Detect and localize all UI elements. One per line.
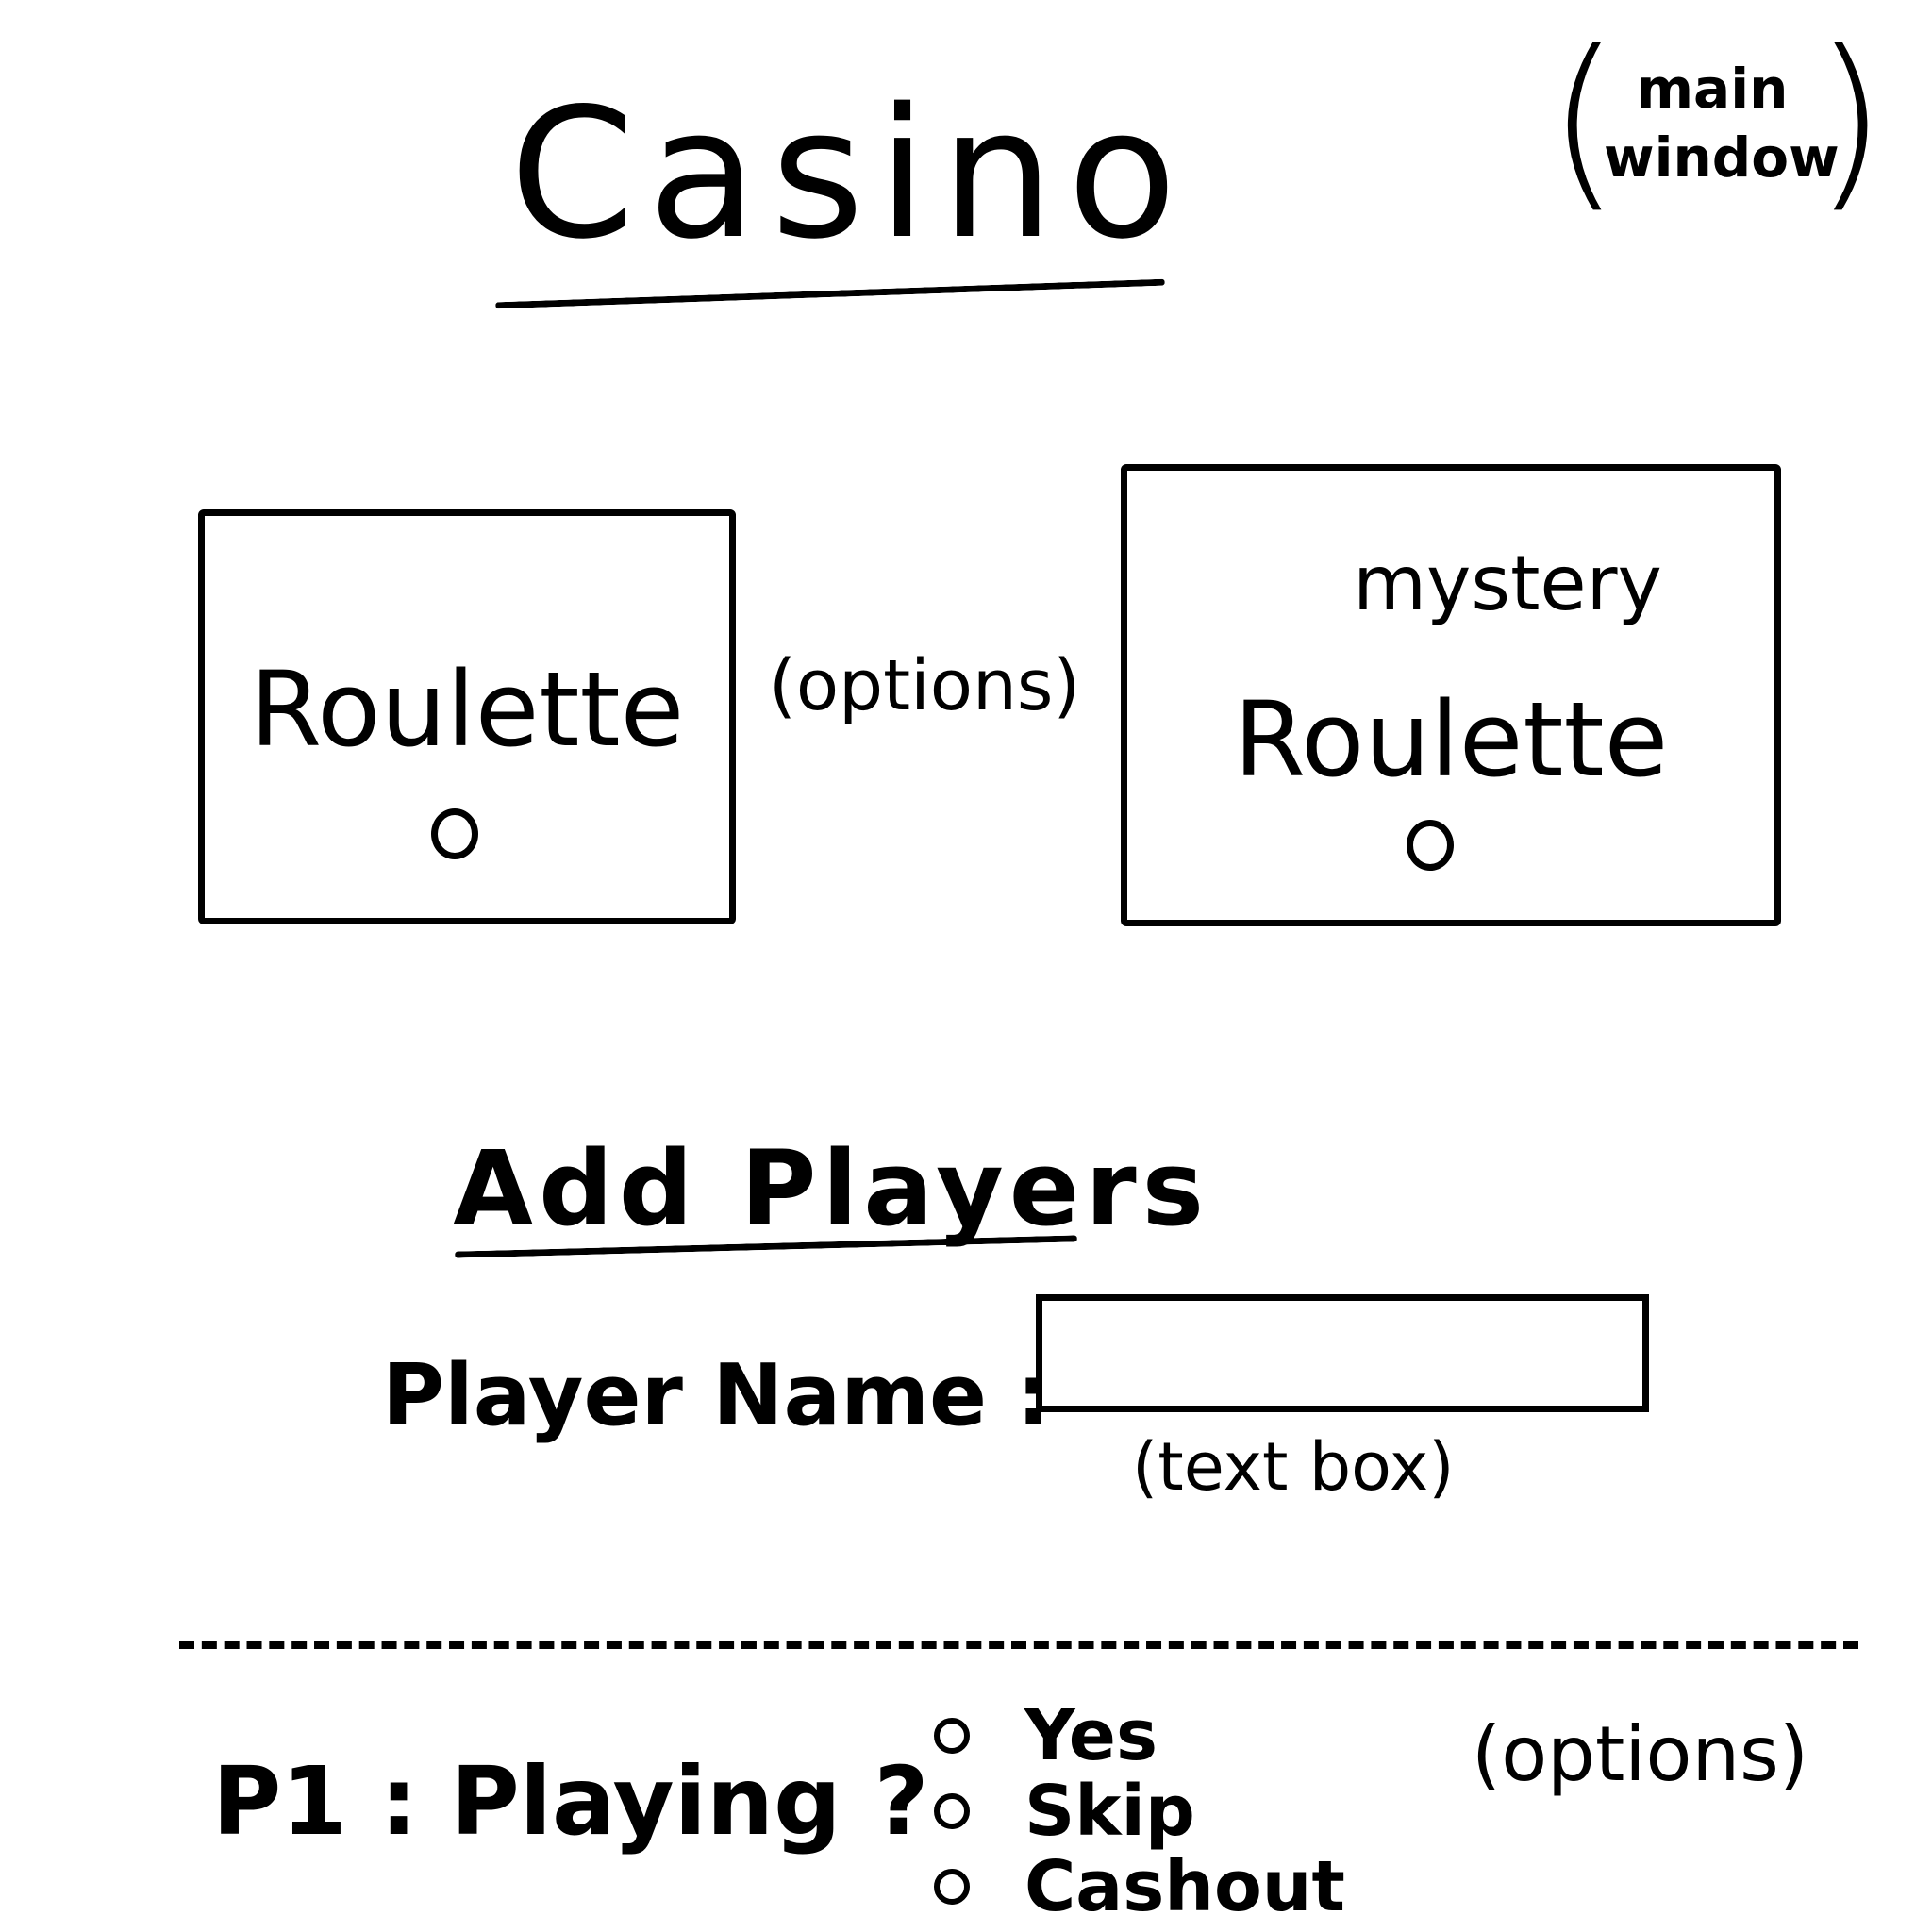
annotation-paren-right: ) bbox=[1812, 10, 1887, 230]
mystery-roulette-option[interactable]: mystery Roulette bbox=[1121, 464, 1781, 926]
mystery-label: mystery bbox=[1353, 540, 1662, 627]
text-box-annotation: (text box) bbox=[1132, 1428, 1455, 1506]
annotation-line-2: window bbox=[1604, 125, 1840, 190]
cashout-label: Cashout bbox=[1024, 1846, 1345, 1927]
section-divider bbox=[179, 1641, 1858, 1649]
annotation-line-1: main bbox=[1636, 57, 1789, 121]
main-window-annotation: ( main window ) bbox=[1547, 26, 1887, 234]
turn-choice-group: Yes Skip Cashout bbox=[934, 1698, 1377, 1924]
roulette-radio[interactable] bbox=[431, 808, 478, 859]
annotation-text: main window bbox=[1604, 55, 1840, 192]
page-title: Casino bbox=[509, 70, 1191, 278]
yes-label: Yes bbox=[1024, 1695, 1158, 1776]
choice-skip[interactable]: Skip bbox=[934, 1774, 1377, 1849]
player-name-input[interactable] bbox=[1036, 1294, 1649, 1412]
turn-options-annotation: (options) bbox=[1472, 1710, 1809, 1798]
annotation-paren-left: ( bbox=[1547, 10, 1622, 230]
yes-radio[interactable] bbox=[934, 1718, 970, 1754]
cashout-radio[interactable] bbox=[934, 1869, 970, 1905]
mystery-roulette-label: Roulette bbox=[1233, 679, 1669, 800]
title-underline bbox=[495, 278, 1165, 309]
roulette-label: Roulette bbox=[249, 649, 685, 770]
player-turn-prompt: P1 : Playing ? bbox=[212, 1746, 929, 1857]
roulette-option[interactable]: Roulette bbox=[198, 509, 736, 924]
mystery-roulette-radio[interactable] bbox=[1407, 820, 1454, 871]
add-players-heading: Add Players bbox=[453, 1128, 1210, 1249]
choice-yes[interactable]: Yes bbox=[934, 1698, 1377, 1774]
choice-cashout[interactable]: Cashout bbox=[934, 1849, 1377, 1924]
options-annotation: (options) bbox=[769, 645, 1081, 726]
player-name-label: Player Name : bbox=[382, 1346, 1051, 1445]
skip-radio[interactable] bbox=[934, 1793, 970, 1829]
skip-label: Skip bbox=[1024, 1771, 1195, 1852]
